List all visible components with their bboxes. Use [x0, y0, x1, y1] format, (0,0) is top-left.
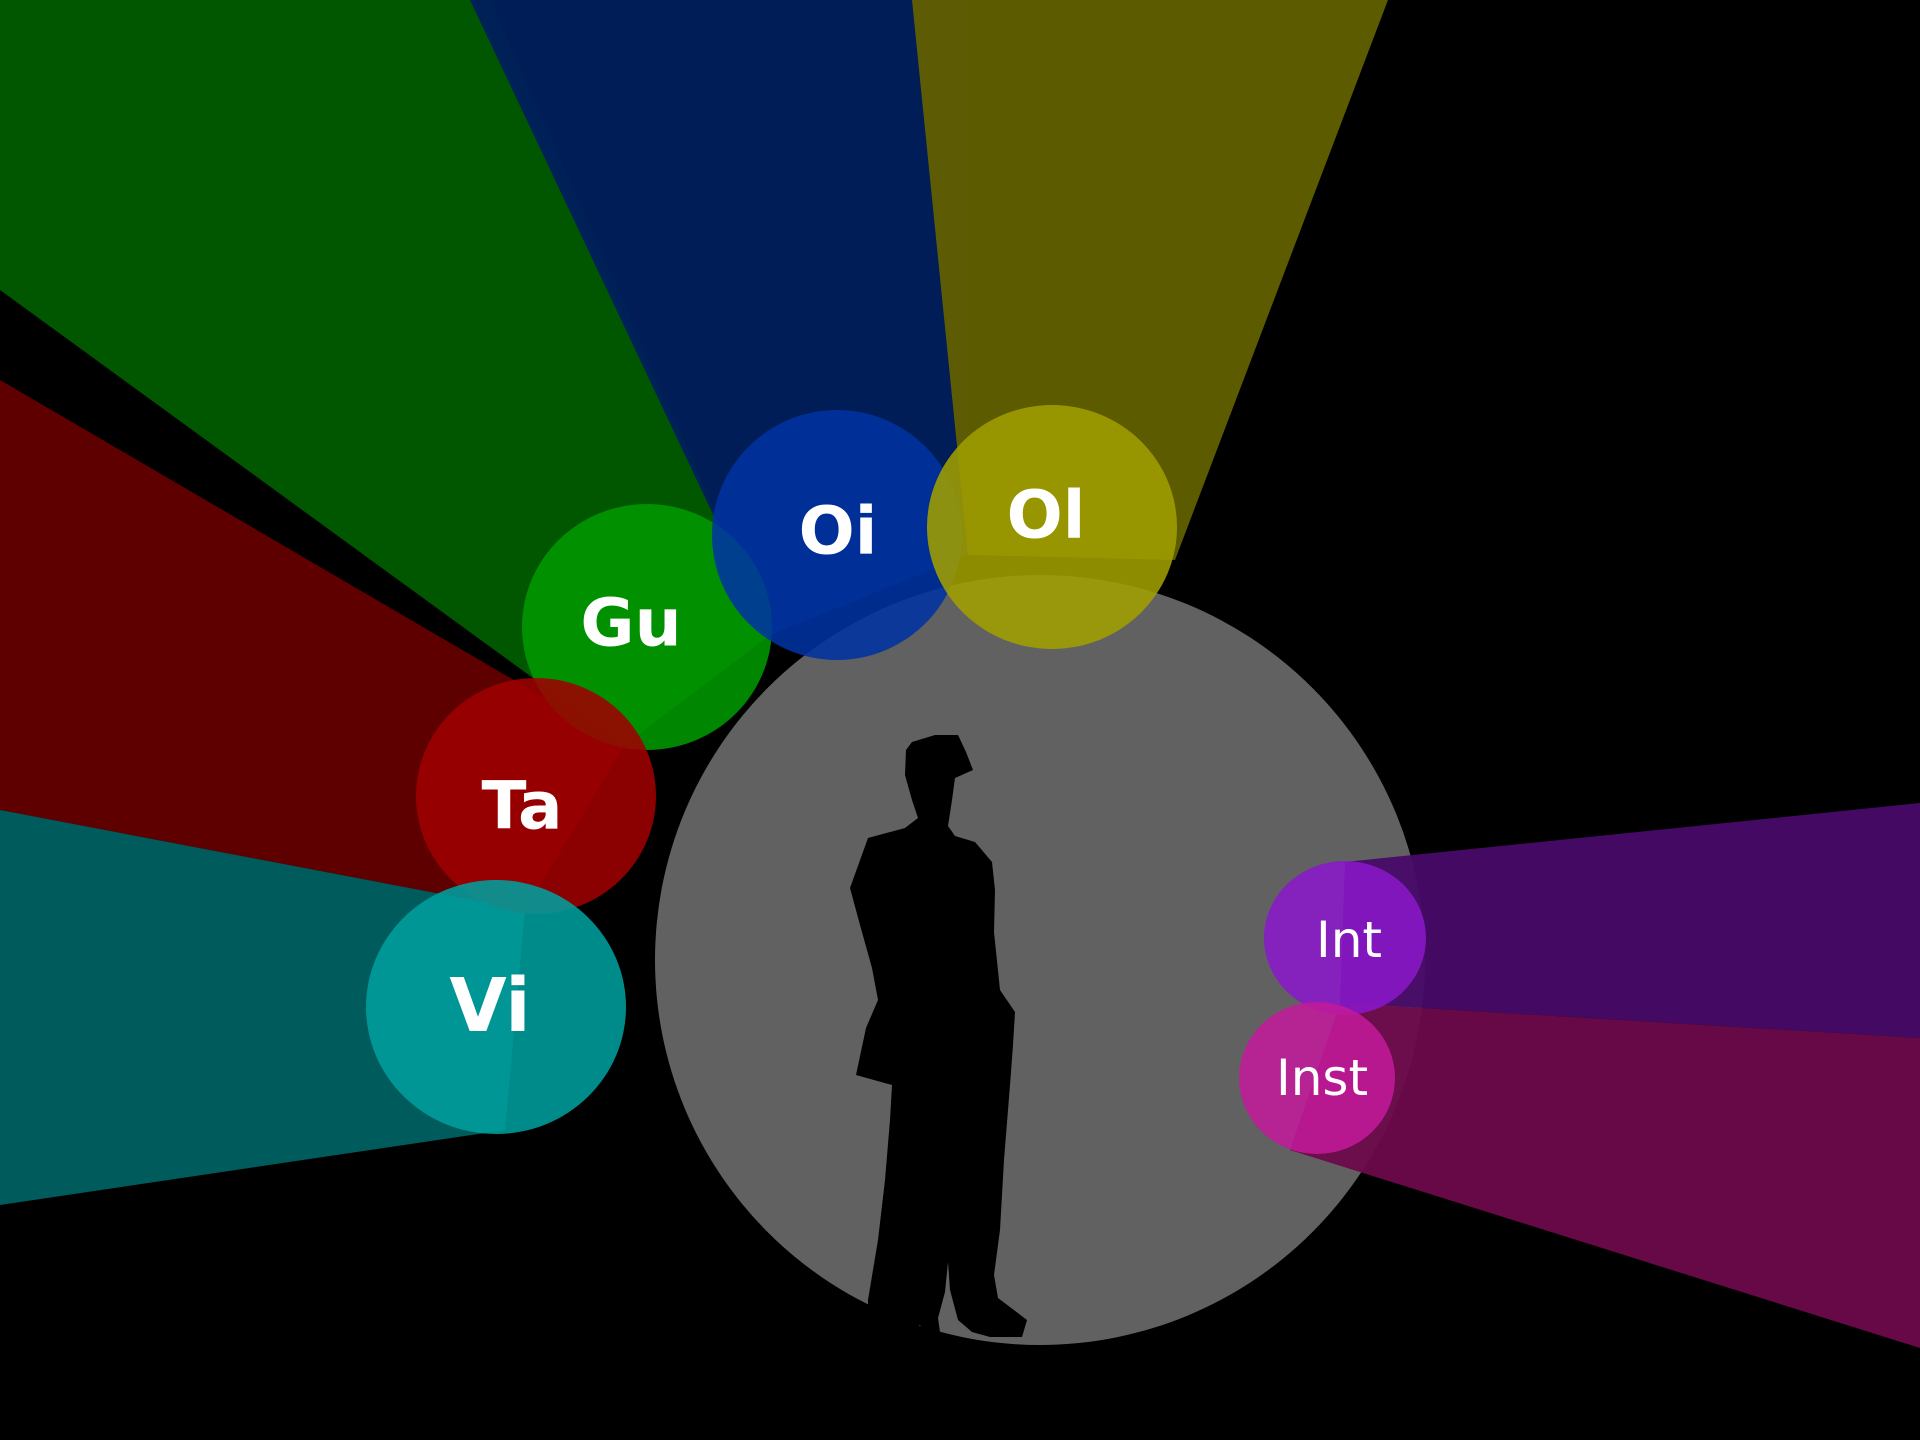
node-vi[interactable]: Vi	[366, 880, 626, 1134]
nodes: Gu Oi Ol Ta Vi Int Inst	[366, 405, 1426, 1154]
node-oi-label: Oi	[799, 493, 878, 570]
node-ol-label: Ol	[1007, 477, 1086, 554]
node-ta-circle	[416, 678, 656, 914]
beam-vi	[0, 810, 525, 1205]
node-oi[interactable]: Oi	[712, 410, 962, 660]
node-ta[interactable]: Ta	[416, 678, 656, 914]
node-int-circle	[1264, 861, 1426, 1015]
node-int-label: Int	[1316, 911, 1382, 969]
beam-int	[1340, 803, 1920, 1038]
node-ol[interactable]: Ol	[927, 405, 1177, 649]
node-vi-label: Vi	[449, 963, 530, 1049]
node-inst-circle	[1239, 1002, 1395, 1154]
node-vi-circle	[366, 880, 626, 1134]
beam-inst	[1290, 1003, 1920, 1348]
node-oi-circle	[712, 410, 962, 660]
node-gu-label: Gu	[580, 585, 681, 662]
person-silhouette-icon	[850, 735, 1027, 1345]
node-int[interactable]: Int	[1264, 861, 1426, 1015]
node-ta-label: Ta	[481, 768, 562, 845]
center-spotlight-disc	[655, 575, 1425, 1345]
node-inst-label: Inst	[1276, 1049, 1368, 1107]
node-ol-circle	[927, 405, 1177, 649]
node-inst[interactable]: Inst	[1239, 1002, 1395, 1154]
